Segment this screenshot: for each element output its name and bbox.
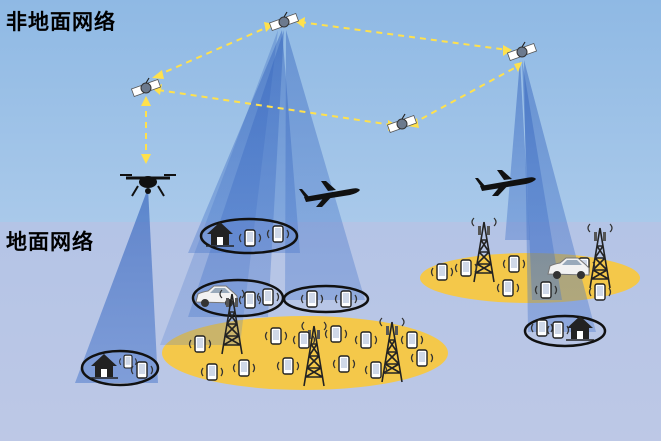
link-sat2-sat4 [299,21,509,51]
beam-c [285,30,365,300]
drone-icon [120,174,176,197]
terminal-group-top [199,217,299,255]
satellite-links [145,21,519,160]
terminal-group-center [282,284,370,314]
drone-beam [75,188,158,383]
link-sat1-sat2 [155,25,271,77]
link-arrowheads [141,17,522,164]
label-terrestrial-network: 地面网络 [6,230,94,254]
link-sat3-sat4 [411,65,519,125]
terminal-group-left [80,349,160,387]
beam-e [505,60,530,240]
beam-d [160,30,278,345]
label-non-terrestrial-network: 非地面网络 [6,10,116,34]
terminal-group-right [523,314,607,348]
